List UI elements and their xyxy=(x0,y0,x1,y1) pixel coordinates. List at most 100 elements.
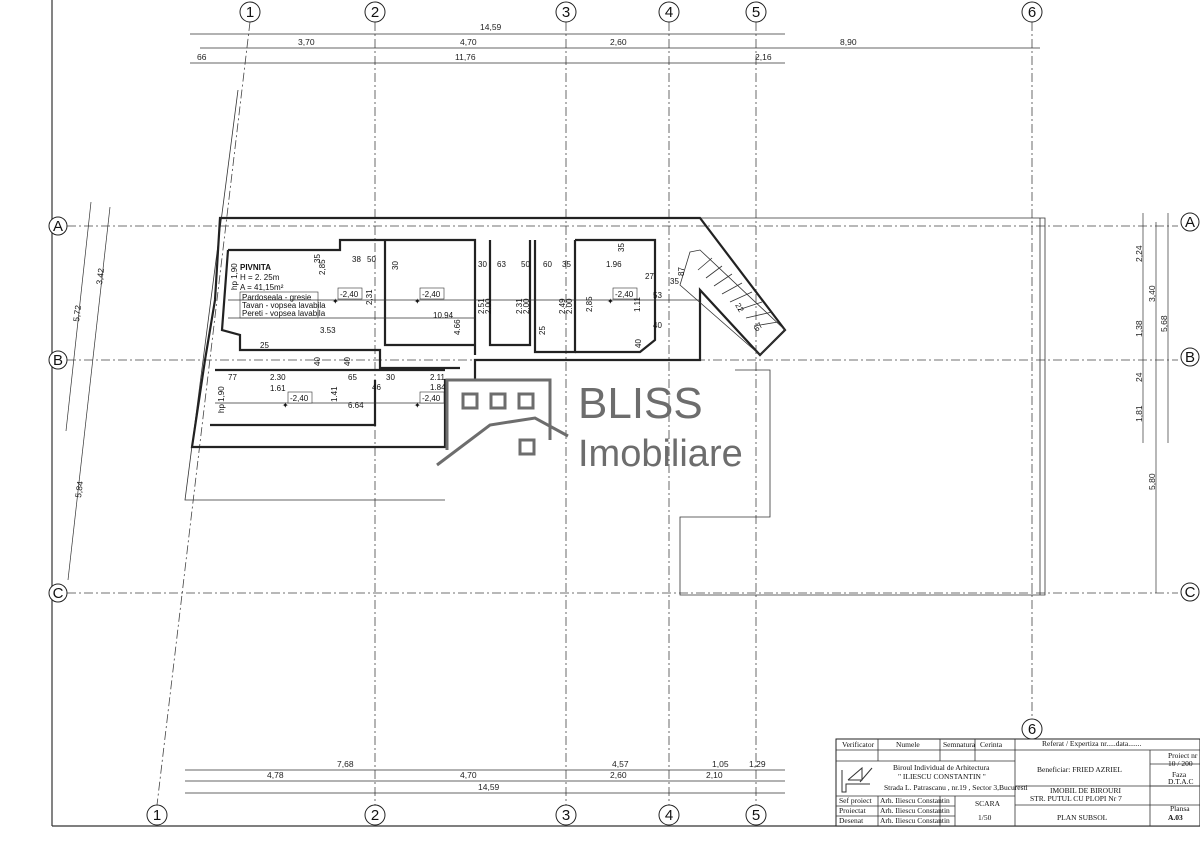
inner-dimensions-part: 50 xyxy=(367,255,376,264)
title-block-part: Arh. Iliescu Constantin xyxy=(880,796,950,805)
axis-bubble-6-part: 6 xyxy=(1028,4,1036,21)
level-marker: -2,40✦ xyxy=(414,391,445,410)
axis-bubble-B: B xyxy=(48,350,68,370)
axis-bubble-B-part: B xyxy=(53,352,63,369)
inner-dimensions-part: 50 xyxy=(521,260,530,269)
staircase-part xyxy=(745,311,773,319)
title-block-part: " ILIESCU CONSTANTIN " xyxy=(898,772,986,781)
bliss-logo-part xyxy=(445,378,552,450)
dimension-chains-right-part: 24 xyxy=(1134,372,1144,382)
dimension-chains-left-part xyxy=(67,206,111,581)
level-marker-part: -2,40 xyxy=(290,394,309,403)
inner-dimensions-part: 2.31 xyxy=(515,298,524,314)
axis-bubble-5-bottom-part: 5 xyxy=(752,807,760,824)
dimension-chains-right-part: 1,81 xyxy=(1134,405,1144,422)
axis-bubble-2-part xyxy=(364,1,386,23)
title-block-part xyxy=(835,738,1200,827)
title-block-part: 10 / 200 xyxy=(1168,759,1193,768)
axis-bubble-1-bottom-part: 1 xyxy=(153,807,161,824)
dimension-chains-left-part: 3,42 xyxy=(94,267,106,285)
inner-dimensions-part: 1.96 xyxy=(606,260,622,269)
axis-bubble-A-part xyxy=(48,216,68,236)
grid-lines xyxy=(67,21,1178,806)
dimension-chains-right-part: 3,40 xyxy=(1147,285,1157,302)
dimension-chains-left-part xyxy=(65,201,92,432)
axis-bubble-C-part xyxy=(48,583,68,603)
axis-bubble-4-part: 4 xyxy=(665,4,673,21)
axis-bubble-3-bottom-part xyxy=(555,804,577,826)
dimension-chains-bottom-part: 2,60 xyxy=(610,770,627,780)
inner-dimensions-part: 40 xyxy=(634,339,643,348)
axis-bubble-B-part xyxy=(48,350,68,370)
axis-bubble-3: 3 xyxy=(555,1,577,23)
staircase-part xyxy=(729,291,753,303)
dimension-chains-top-part: 3,70 xyxy=(298,37,315,47)
dimension-chains-left-part: 5,84 xyxy=(73,480,85,498)
level-marker-part xyxy=(419,287,445,300)
axis-bubble-4-bottom-part: 4 xyxy=(665,807,673,824)
inner-dimensions-part: 87 xyxy=(677,267,686,276)
architect-tools-icon-part xyxy=(847,766,863,781)
axis-bubble-C-right-part xyxy=(1180,582,1200,602)
inner-dimensions-part: 35 xyxy=(562,260,571,269)
room-label-pivnita-part: Pereti - vopsea lavabila xyxy=(242,309,326,318)
bliss-logo-part xyxy=(518,438,536,456)
dimension-chains-top-part: 11,76 xyxy=(455,52,476,62)
inner-dimensions-part: 30 xyxy=(391,261,400,270)
dimension-chains-bottom-part: 4,70 xyxy=(460,770,477,780)
inner-dimensions-part: 30 xyxy=(386,373,395,382)
inner-dimensions-part: 6.64 xyxy=(348,401,364,410)
level-marker-part xyxy=(419,391,445,404)
level-marker: -2,40✦ xyxy=(332,287,363,306)
bliss-logo-part xyxy=(461,392,479,410)
title-block-part: Faza xyxy=(1172,770,1187,779)
basement-walls-part xyxy=(228,238,477,355)
level-marker-part: ✦ xyxy=(414,297,421,306)
level-marker-part: ✦ xyxy=(414,401,421,410)
inner-dimensions-part: 35 xyxy=(617,243,626,252)
bliss-logo-part xyxy=(489,392,507,410)
inner-dimensions-part: 40 xyxy=(343,357,352,366)
basement-walls-part xyxy=(575,238,657,354)
room-label-pivnita-part: H = 2. 25m xyxy=(240,273,280,282)
level-marker-part xyxy=(612,287,638,300)
dimension-chains-top: 14,59 3,70 4,70 2,60 8,90 66 11,76 2,16 xyxy=(190,22,1040,64)
axis-bubble-5-bottom: 5 xyxy=(745,804,767,826)
title-block-part: STR. PUTUL CU PLOPI Nr 7 xyxy=(1030,794,1122,803)
axis-bubble-6: 6 xyxy=(1021,1,1043,23)
inner-dimensions-part: 1.41 xyxy=(330,386,339,402)
axis-bubble-1-part xyxy=(239,1,261,23)
axis-bubble-1-bottom-part xyxy=(146,804,168,826)
dimension-chains-bottom-part: 4,78 xyxy=(267,770,284,780)
site-outline xyxy=(184,89,1046,596)
dimension-chains-left: 5,72 3,42 5,84 xyxy=(65,201,111,581)
title-block-part: PLAN SUBSOL xyxy=(1057,813,1108,822)
inner-dimensions-part: 65 xyxy=(348,373,357,382)
dimension-chains-right-part: 2,24 xyxy=(1134,245,1144,262)
title-block-part: Arh. Iliescu Constantin xyxy=(880,806,950,815)
axis-bubble-A-right: A xyxy=(1180,212,1200,232)
staircase xyxy=(679,249,786,356)
title-block-part: Referat / Expertiza nr.....data....... xyxy=(1042,739,1141,748)
inner-dimensions-part: 46 xyxy=(372,383,381,392)
axis-bubble-5-part xyxy=(745,1,767,23)
dimension-chains-right-part: 5,68 xyxy=(1159,315,1169,332)
inner-dimensions-part: 2,85 xyxy=(585,296,594,312)
inner-dimensions-part: 60 xyxy=(543,260,552,269)
dimension-chains-right: 2,24 3,40 5,68 1,38 24 1,81 5,80 xyxy=(1134,213,1169,593)
staircase-part xyxy=(705,265,723,279)
inner-dimensions-part: 40 xyxy=(653,321,662,330)
title-block-part: Arh. Iliescu Constantin xyxy=(880,816,950,825)
axis-bubble-2-part: 2 xyxy=(371,4,379,21)
room-label-pivnita-part: PIVNITA xyxy=(240,263,271,272)
staircase-part xyxy=(721,282,743,295)
dimension-chains-bottom-part: 1,05 xyxy=(712,759,729,769)
basement-walls-part xyxy=(533,240,577,354)
title-block-part: Cerinta xyxy=(980,740,1003,749)
axis-bubble-4-bottom: 4 xyxy=(658,804,680,826)
axis-bubble-B-right-part xyxy=(1180,347,1200,367)
axis-bubble-4-part xyxy=(658,1,680,23)
inner-dimensions-part: 63 xyxy=(497,260,506,269)
axis-bubble-C: C xyxy=(48,583,68,603)
